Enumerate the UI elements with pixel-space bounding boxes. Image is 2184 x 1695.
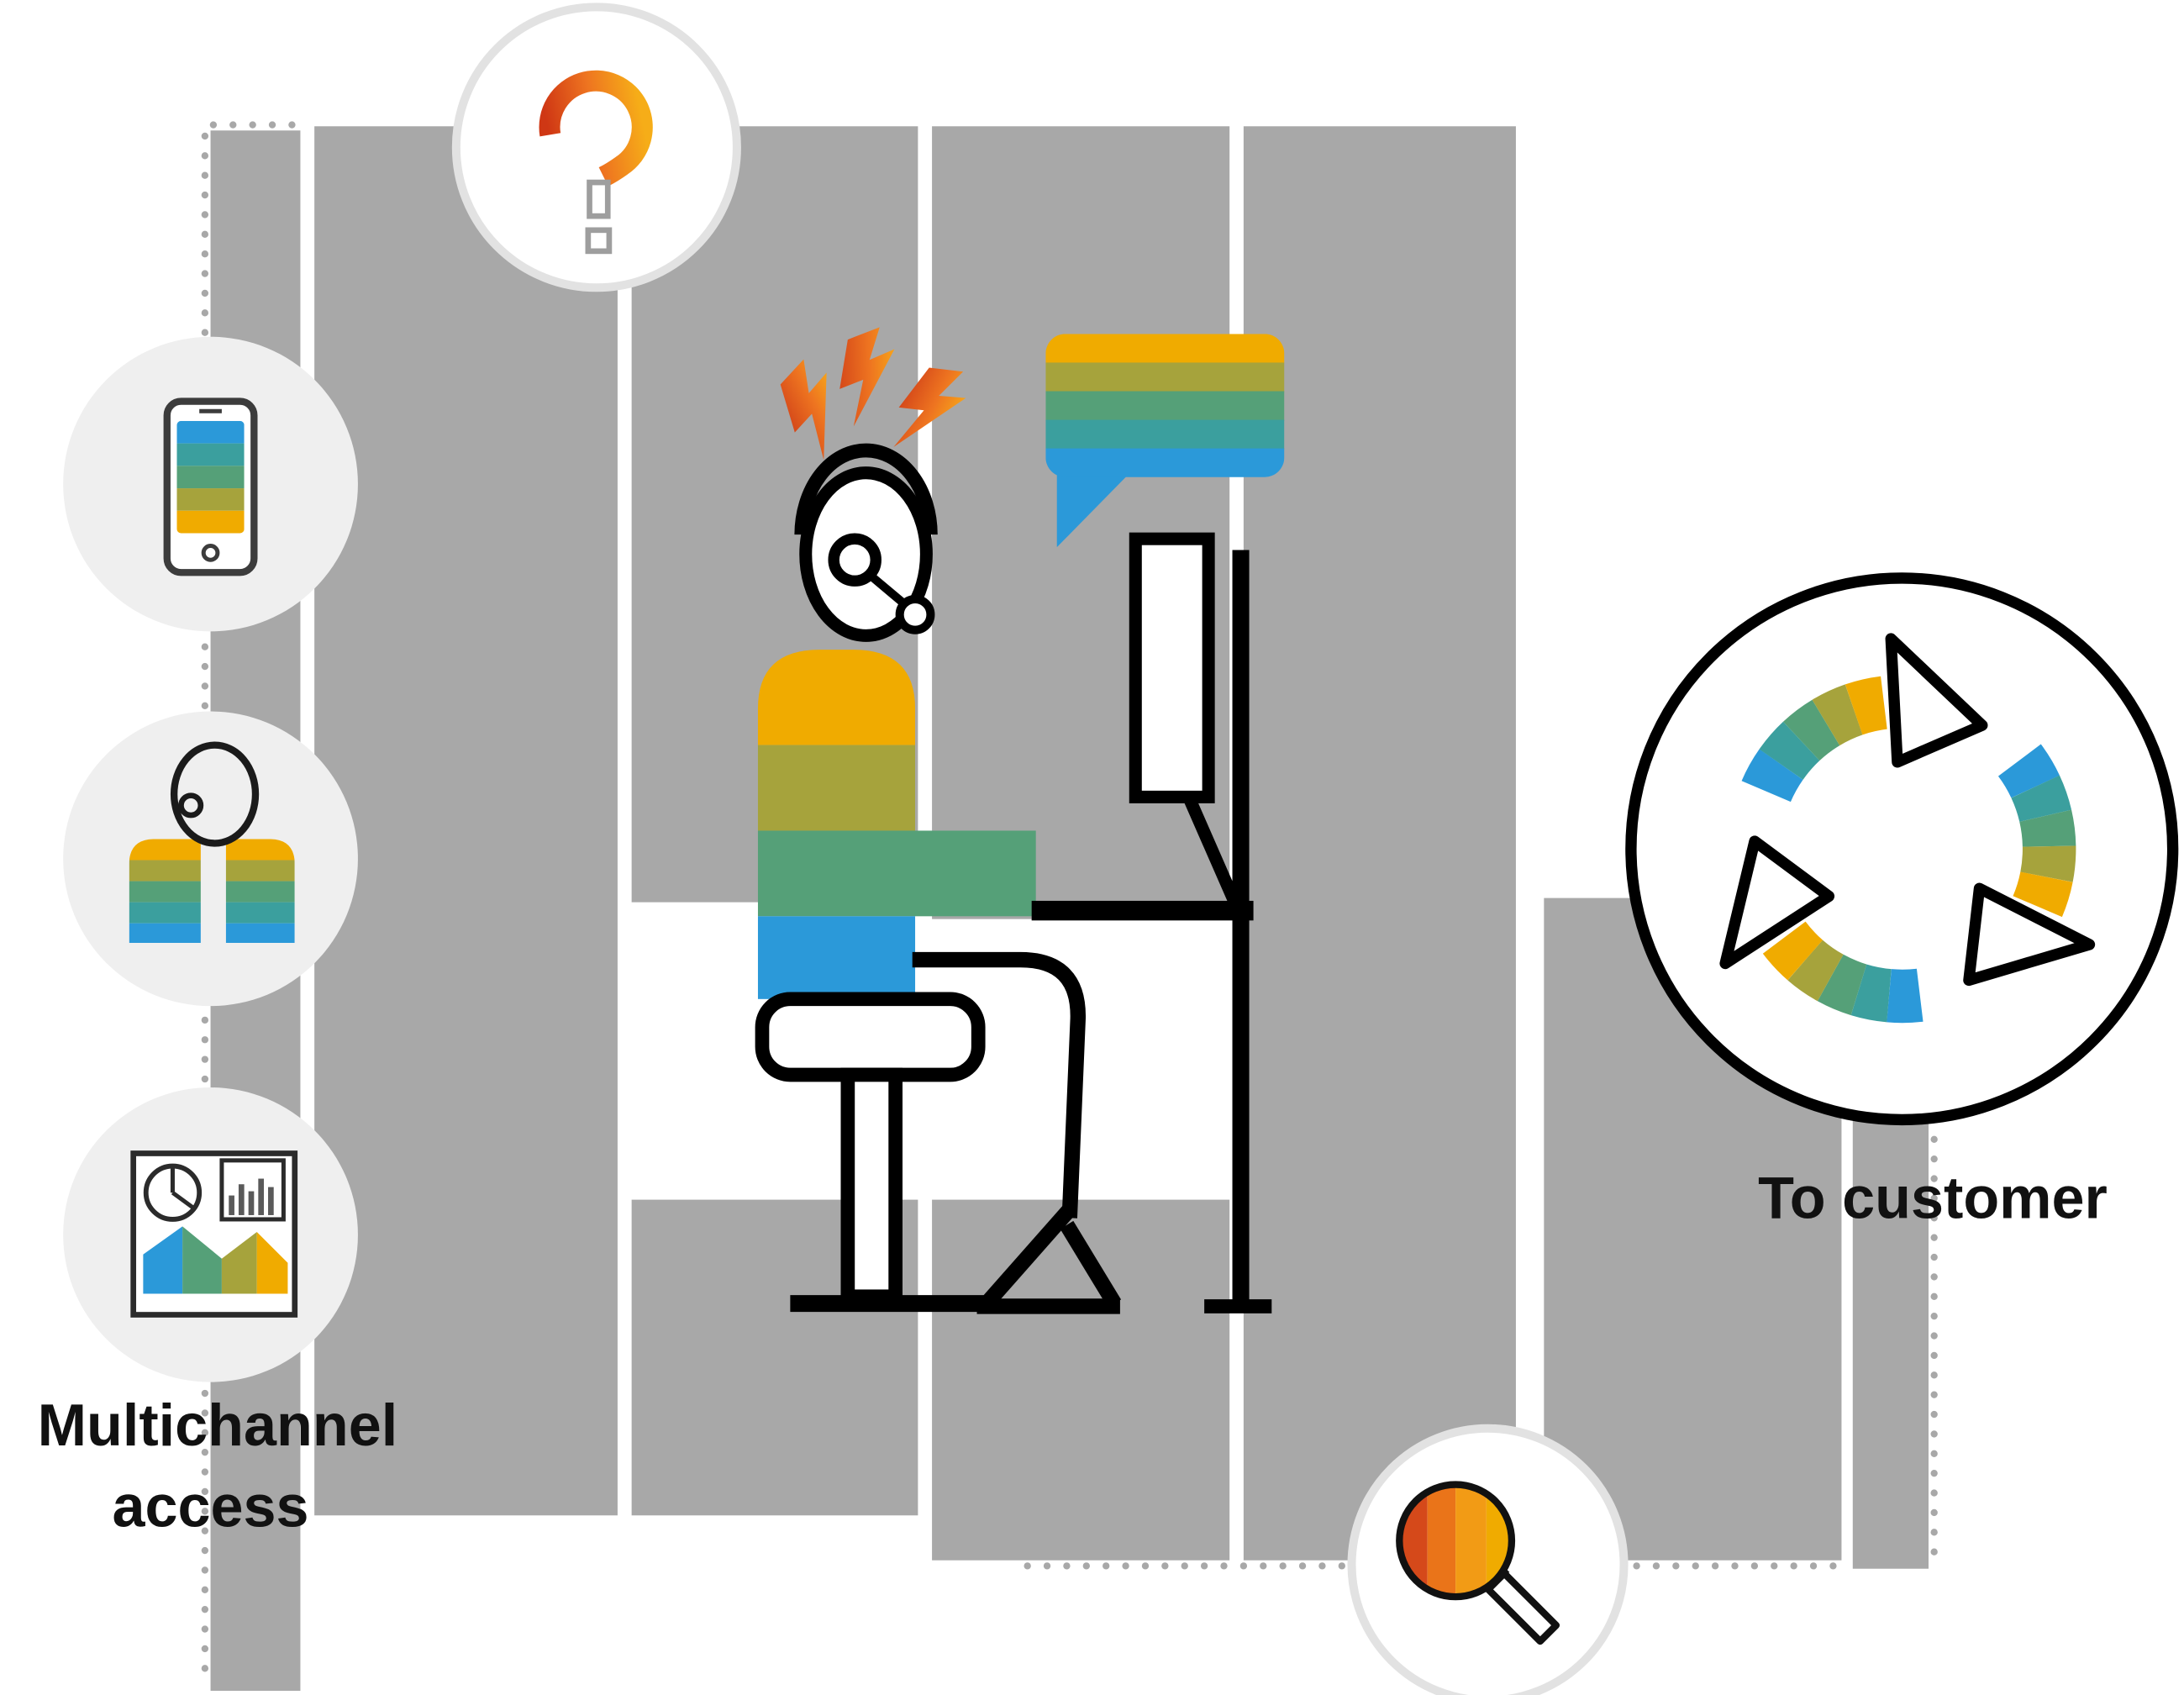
desk-top bbox=[1031, 900, 1254, 921]
torso-band bbox=[757, 916, 916, 999]
speech-bubble-icon bbox=[1045, 334, 1285, 548]
stripe bbox=[176, 466, 245, 489]
lens-stripe bbox=[1427, 1484, 1456, 1598]
ear bbox=[178, 792, 204, 819]
head-outline bbox=[170, 741, 260, 847]
stripe bbox=[1045, 391, 1285, 421]
monitor-icon bbox=[1129, 532, 1215, 803]
torso-band-arm bbox=[757, 830, 1036, 917]
area-chart-icon bbox=[143, 1226, 288, 1294]
stripe bbox=[176, 443, 245, 466]
gray-block bbox=[314, 126, 618, 1516]
agent-torso bbox=[757, 650, 1036, 999]
badge-circle bbox=[451, 3, 741, 292]
headset-band bbox=[794, 443, 938, 535]
multichannel-label-line2: access bbox=[113, 1474, 309, 1540]
stripe bbox=[176, 420, 245, 444]
agent-legs bbox=[912, 951, 1122, 1314]
lens-stripe bbox=[1455, 1484, 1487, 1598]
mic-arm bbox=[867, 571, 908, 608]
question-icon bbox=[539, 70, 653, 255]
torso-band bbox=[757, 745, 916, 831]
stripe bbox=[1045, 334, 1285, 364]
multichannel-label-line1: Multichannel bbox=[38, 1392, 398, 1458]
home-button-icon bbox=[201, 544, 220, 562]
office-chair bbox=[755, 992, 986, 1313]
agent-headset-icon bbox=[129, 741, 295, 944]
cycle-badge bbox=[1625, 572, 2179, 1126]
magnifier-badge bbox=[1347, 1424, 1629, 1695]
stripe bbox=[1045, 419, 1285, 450]
question-badge bbox=[451, 3, 741, 292]
to-customer-label: To customer bbox=[1758, 1165, 2108, 1230]
stripe bbox=[1045, 448, 1285, 477]
gray-block bbox=[1243, 126, 1516, 1561]
neck-gap bbox=[200, 839, 226, 944]
bubble-tail bbox=[1056, 471, 1132, 548]
bar-chart-icon bbox=[219, 1158, 286, 1222]
stripe bbox=[176, 488, 245, 511]
headset-earcup-icon bbox=[828, 533, 881, 587]
mic-icon bbox=[895, 594, 935, 634]
channel-badge-phone bbox=[63, 336, 358, 632]
desk bbox=[1031, 532, 1272, 1313]
agent-at-desk-illustration bbox=[755, 326, 1272, 1314]
badge-circle bbox=[1625, 572, 2179, 1126]
phone-icon bbox=[163, 397, 258, 576]
stripe bbox=[176, 510, 245, 534]
analytics-icon bbox=[130, 1150, 298, 1318]
channel-badge-analytics bbox=[63, 1087, 358, 1382]
channel-badge-agent bbox=[63, 711, 358, 1007]
stripe bbox=[1045, 362, 1285, 392]
monitor-support bbox=[1181, 792, 1243, 909]
torso-band bbox=[757, 650, 916, 745]
